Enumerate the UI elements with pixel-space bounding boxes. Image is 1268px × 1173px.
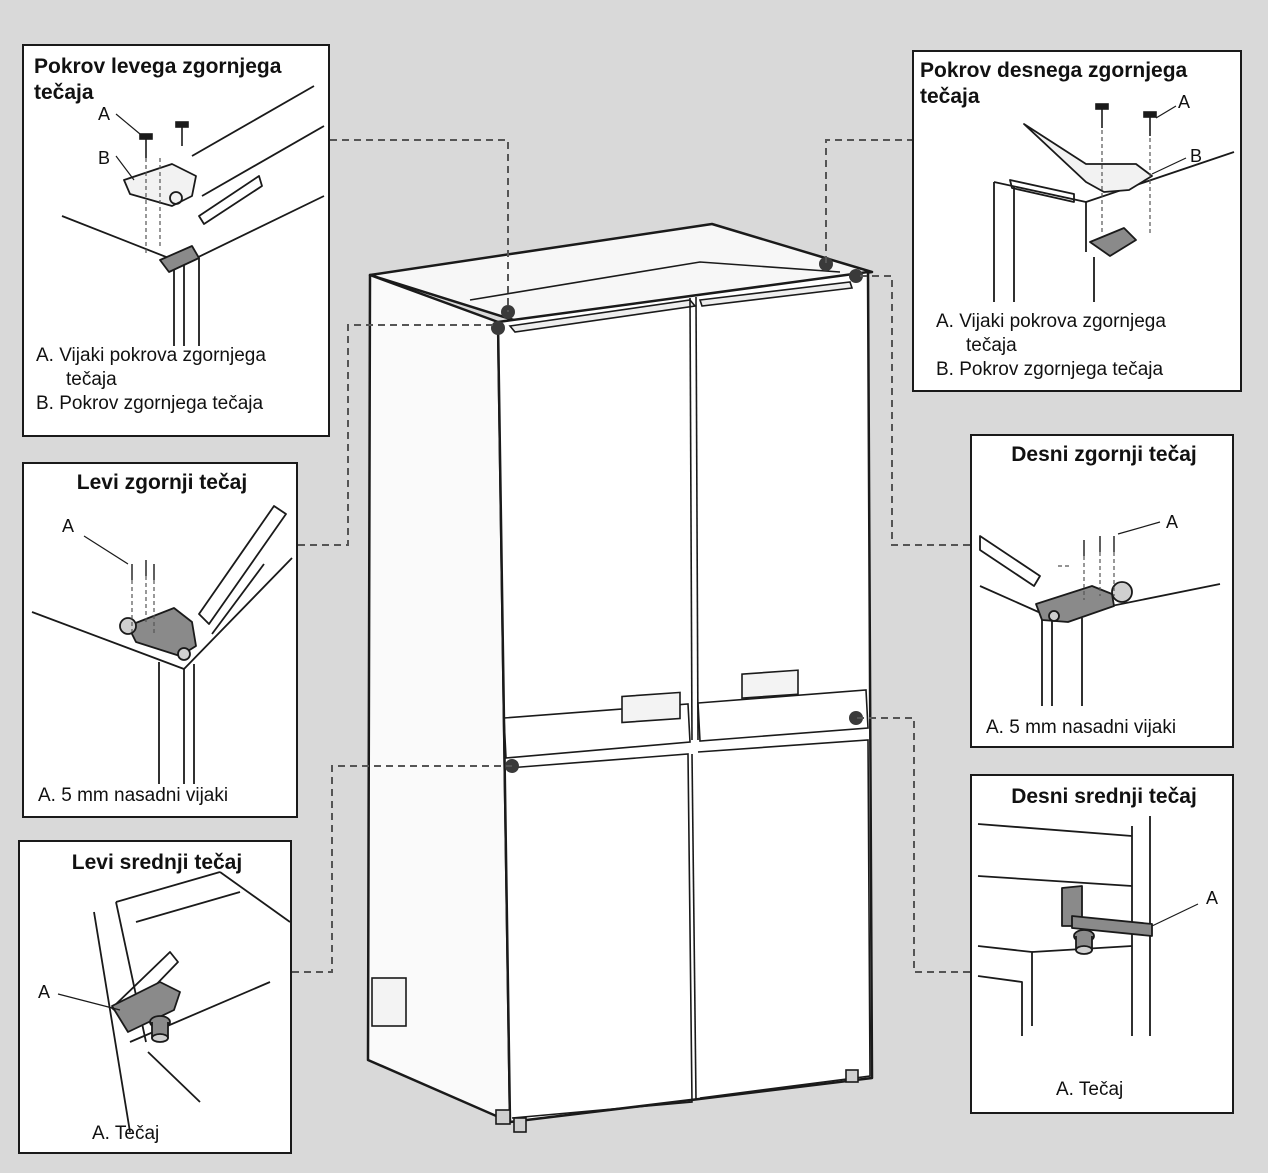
- caption-a-continued: tečaja: [66, 369, 117, 390]
- caption-a: A. 5 mm nasadni vijaki: [986, 717, 1177, 738]
- label-b: B: [1190, 146, 1203, 166]
- caption-a: A. Tečaj: [1056, 1079, 1124, 1100]
- panel-title: Desni zgornji tečaj: [1011, 443, 1197, 466]
- label-a: A: [1166, 512, 1179, 532]
- panel-caption: A. Vijaki pokrova zgornjega tečaja B. Po…: [936, 310, 1166, 382]
- panel-right-top-hinge-cover: Pokrov desnega zgornjega tečaja A B A. V…: [912, 50, 1242, 392]
- label-b: B: [98, 148, 111, 168]
- label-a: A: [1206, 888, 1219, 908]
- panel-title: Pokrov desnega zgornjega tečaja: [920, 59, 1188, 108]
- right-middle-hinge-drawing: [977, 816, 1199, 1036]
- panel-left-middle-hinge: Levi srednji tečaj A A. Tečaj: [18, 840, 292, 1154]
- left-top-hinge-drawing: [31, 505, 293, 784]
- label-a: A: [98, 104, 111, 124]
- panel-title: Pokrov levega zgornjega tečaja: [34, 55, 282, 104]
- panel-right-top-hinge: Desni zgornji tečaj A A. 5 mm nasadni vi…: [970, 434, 1234, 748]
- caption-b: B. Pokrov zgornjega tečaja: [936, 359, 1164, 380]
- caption-a: A. Tečaj: [92, 1123, 160, 1144]
- caption-a: A. Vijaki pokrova zgornjega: [936, 311, 1166, 332]
- caption-a: A. Vijaki pokrova zgornjega: [36, 345, 266, 366]
- right-top-hinge-cover-drawing: [993, 103, 1235, 302]
- label-a: A: [1178, 92, 1191, 112]
- panel-title: Desni srednji tečaj: [1011, 785, 1197, 808]
- label-a: A: [38, 982, 51, 1002]
- panel-right-middle-hinge: Desni srednji tečaj A A. Tečaj: [970, 774, 1234, 1114]
- panel-title: Levi zgornji tečaj: [76, 471, 248, 494]
- panel-caption: A. Vijaki pokrova zgornjega tečaja B. Po…: [36, 344, 266, 416]
- panel-title: Levi srednji tečaj: [71, 851, 243, 874]
- panel-left-top-hinge: Levi zgornji tečaj A A. 5 mm nasadni vij…: [22, 462, 298, 818]
- left-middle-hinge-drawing: [57, 871, 290, 1133]
- label-a: A: [62, 516, 75, 536]
- left-top-hinge-cover-drawing: [61, 85, 325, 346]
- panel-left-top-hinge-cover: Pokrov levega zgornjega tečaja A B A. Vi…: [22, 44, 330, 437]
- right-top-hinge-drawing: [979, 521, 1221, 706]
- caption-b: B. Pokrov zgornjega tečaja: [36, 393, 264, 414]
- caption-a: A. 5 mm nasadni vijaki: [38, 785, 229, 806]
- caption-a-continued: tečaja: [966, 335, 1017, 356]
